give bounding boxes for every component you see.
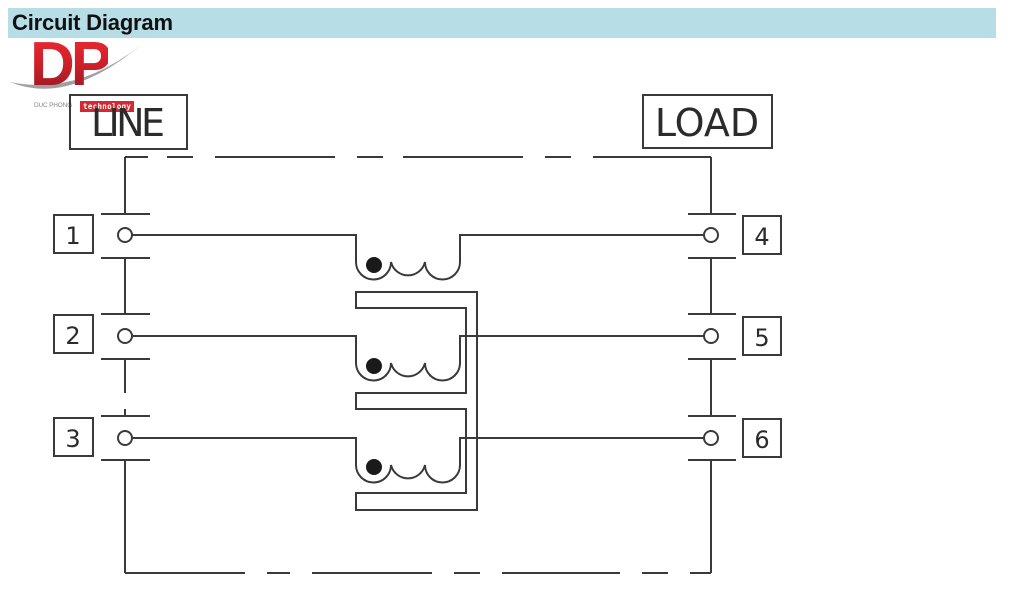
wire-pin-5: [459, 335, 704, 363]
logo-swoosh-icon: [10, 44, 142, 89]
pin-6-label: 6: [754, 426, 769, 454]
pin-6-box: [742, 418, 782, 458]
pin-4-label: 4: [754, 223, 769, 251]
wire-pin-3: [132, 437, 357, 465]
winding-3-polarity-dot-icon: [366, 459, 382, 475]
pin-5-terminal-icon: [703, 328, 719, 344]
page-title: Circuit Diagram: [12, 10, 173, 35]
pin-3-label: 3: [65, 425, 80, 453]
logo-initials: DP: [30, 30, 112, 99]
line-side-rail: [101, 157, 150, 573]
winding-2-polarity-dot-icon: [366, 358, 382, 374]
pin-4-box: [742, 215, 782, 255]
load-label: LOAD: [655, 101, 759, 145]
pin-6-terminal-icon: [703, 430, 719, 446]
load-side-rail: [688, 157, 736, 573]
line-label: LINE: [91, 101, 165, 145]
wire-pin-6: [459, 437, 704, 465]
pin-5-label: 5: [754, 324, 769, 352]
winding-1-coil: [355, 261, 461, 281]
wire-pin-4: [459, 234, 704, 262]
logo-company-name: DUC PHONG: [34, 102, 72, 109]
line-label-box: [69, 94, 188, 150]
header-bar: [8, 8, 996, 38]
winding-1-polarity-dot-icon: [366, 257, 382, 273]
pin-5-box: [742, 316, 782, 356]
logo-tagline-badge: technology: [80, 101, 135, 112]
pin-4-terminal-icon: [703, 227, 719, 243]
pin-3-terminal-icon: [117, 430, 133, 446]
wire-pin-1: [132, 234, 357, 262]
wire-pin-2: [132, 335, 357, 363]
pin-2-box: [53, 314, 94, 354]
pin-2-terminal-icon: [117, 328, 133, 344]
pin-1-box: [53, 214, 94, 254]
pin-1-terminal-icon: [117, 227, 133, 243]
transformer-core: [355, 291, 478, 511]
winding-2-coil: [355, 362, 461, 382]
pin-2-label: 2: [65, 322, 80, 350]
pin-3-box: [53, 417, 94, 457]
company-logo: DP DUC PHONG technology: [8, 30, 158, 116]
load-label-box: [642, 94, 773, 149]
pin-1-label: 1: [65, 222, 80, 250]
winding-3-coil: [355, 464, 461, 484]
